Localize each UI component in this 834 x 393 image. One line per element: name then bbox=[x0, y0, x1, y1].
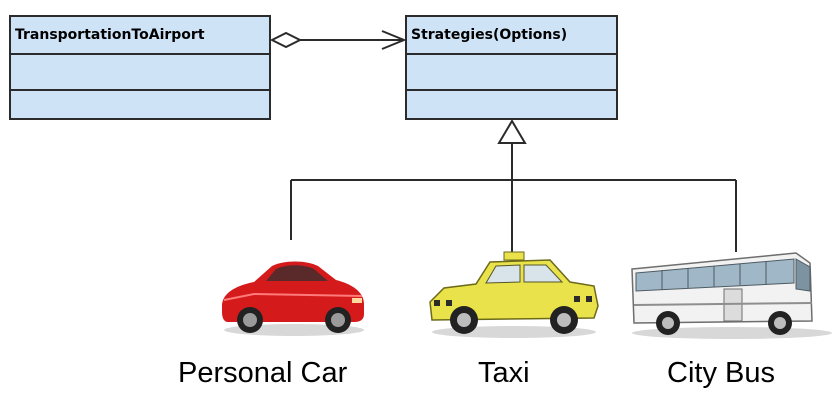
yellow-taxi-icon bbox=[429, 251, 599, 338]
open-arrowhead-icon bbox=[381, 30, 407, 50]
aggregation-association bbox=[269, 30, 407, 50]
class-transportation-to-airport[interactable]: TransportationToAirport bbox=[9, 15, 271, 120]
class-name: Strategies(Options) bbox=[407, 17, 616, 55]
city-bus-icon bbox=[631, 252, 832, 339]
generalization-tree bbox=[290, 119, 737, 258]
attributes-compartment bbox=[407, 55, 616, 91]
class-name: TransportationToAirport bbox=[11, 17, 269, 55]
aggregation-diamond-icon bbox=[269, 31, 303, 49]
class-strategies[interactable]: Strategies(Options) bbox=[405, 15, 618, 120]
red-sports-car-icon bbox=[222, 261, 364, 336]
inheritance-triangle-icon bbox=[497, 119, 527, 144]
caption-personal-car: Personal Car bbox=[178, 357, 348, 389]
caption-taxi: Taxi bbox=[478, 357, 530, 389]
attributes-compartment bbox=[11, 55, 269, 91]
caption-city-bus: City Bus bbox=[667, 357, 775, 389]
